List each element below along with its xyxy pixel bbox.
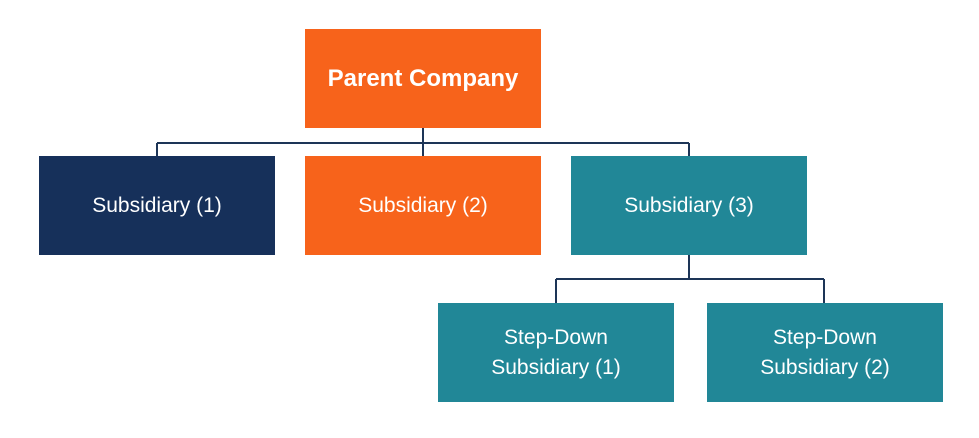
step-down-subsidiary-1-box: Step-Down Subsidiary (1) xyxy=(438,303,674,402)
subsidiary-2-box: Subsidiary (2) xyxy=(305,156,541,255)
subsidiary-2-label: Subsidiary (2) xyxy=(358,193,488,217)
step-down-2-line1: Step-Down xyxy=(773,325,877,349)
parent-company-label: Parent Company xyxy=(327,64,519,92)
subsidiary-1-box: Subsidiary (1) xyxy=(39,156,275,255)
step-down-subsidiary-2-box: Step-Down Subsidiary (2) xyxy=(707,303,943,402)
step-down-2-line2: Subsidiary (2) xyxy=(760,355,890,379)
parent-company-box: Parent Company xyxy=(305,29,541,128)
subsidiary-3-label: Subsidiary (3) xyxy=(624,193,754,217)
step-down-1-line2: Subsidiary (1) xyxy=(491,355,621,379)
subsidiary-1-label: Subsidiary (1) xyxy=(92,193,222,217)
subsidiary-3-box: Subsidiary (3) xyxy=(571,156,807,255)
step-down-1-line1: Step-Down xyxy=(504,325,608,349)
